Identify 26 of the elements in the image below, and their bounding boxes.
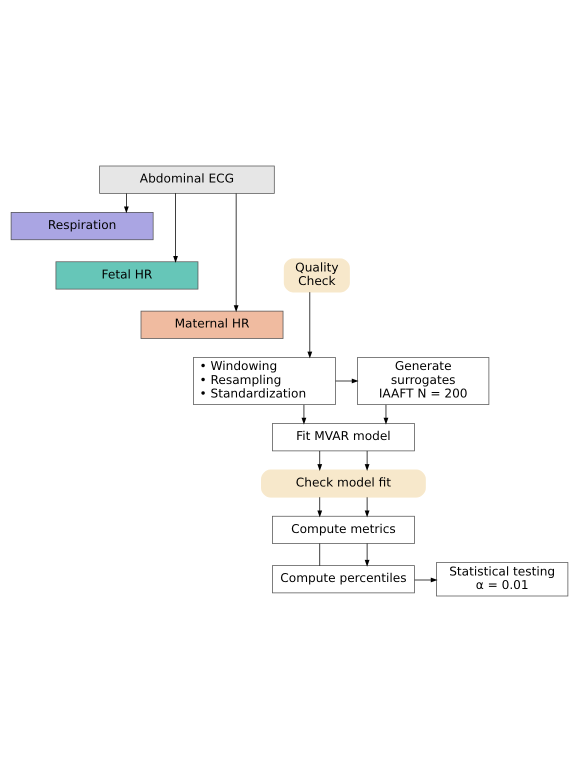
node-box: Generate surrogates IAAFT N = 200 [357,356,490,404]
node-box: Statistical testing α = 0.01 [436,562,568,596]
node-box: • Windowing • Resampling • Standardization [193,356,336,404]
node-box: Compute percentiles [272,564,415,593]
node-box: Respiration [10,212,154,240]
connector [319,542,320,566]
arrow [364,542,370,566]
node-box: Check model fit [261,469,426,498]
arrow [302,404,306,424]
arrow [384,404,388,424]
arrow [317,496,322,517]
arrow [234,192,239,312]
arrow [364,450,370,471]
arrow [173,192,178,262]
node-box: Fit MVAR model [272,422,415,451]
node-box: Quality Check [284,258,350,292]
arrow [414,577,438,582]
node-box: Maternal HR [140,310,284,338]
arrow [307,291,312,358]
arrow [124,192,129,213]
arrow [364,496,370,517]
node-box: Compute metrics [272,515,415,544]
arrow [317,450,322,471]
node-box: Fetal HR [56,260,198,289]
node-box: Abdominal ECG [99,165,275,194]
arrow [335,378,359,383]
